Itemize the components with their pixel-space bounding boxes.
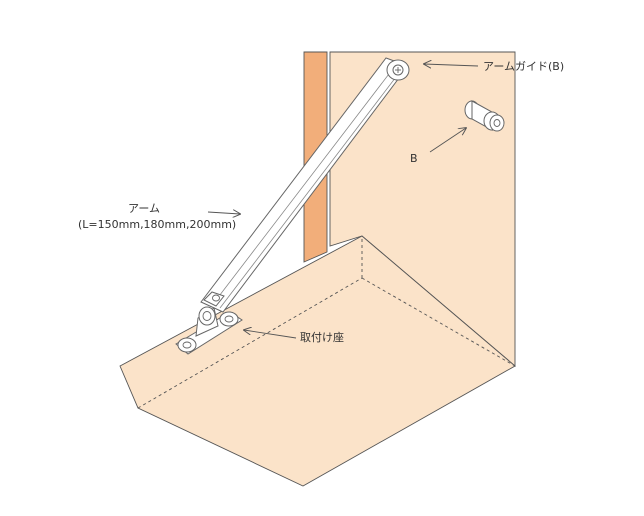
mount-base bbox=[175, 291, 243, 355]
floor-surface bbox=[119, 235, 516, 487]
arrow-mount-base bbox=[244, 330, 297, 339]
hidden-edges bbox=[137, 236, 516, 409]
label-b: B bbox=[410, 152, 418, 165]
leader-arrow-icon bbox=[207, 64, 479, 339]
arrow-arm-guide bbox=[424, 64, 479, 66]
arrow-arm bbox=[207, 212, 240, 214]
arrow-b bbox=[429, 128, 466, 153]
label-arm: アーム bbox=[128, 202, 160, 215]
arm-guide-end bbox=[386, 59, 410, 81]
label-arm-lengths: (L=150mm,180mm,200mm) bbox=[78, 218, 236, 231]
guide-part-b bbox=[464, 100, 505, 132]
cross-screw-icon bbox=[395, 67, 401, 73]
label-arm-guide: アームガイド(B) bbox=[483, 60, 564, 73]
label-mount-base: 取付け座 bbox=[300, 330, 344, 344]
